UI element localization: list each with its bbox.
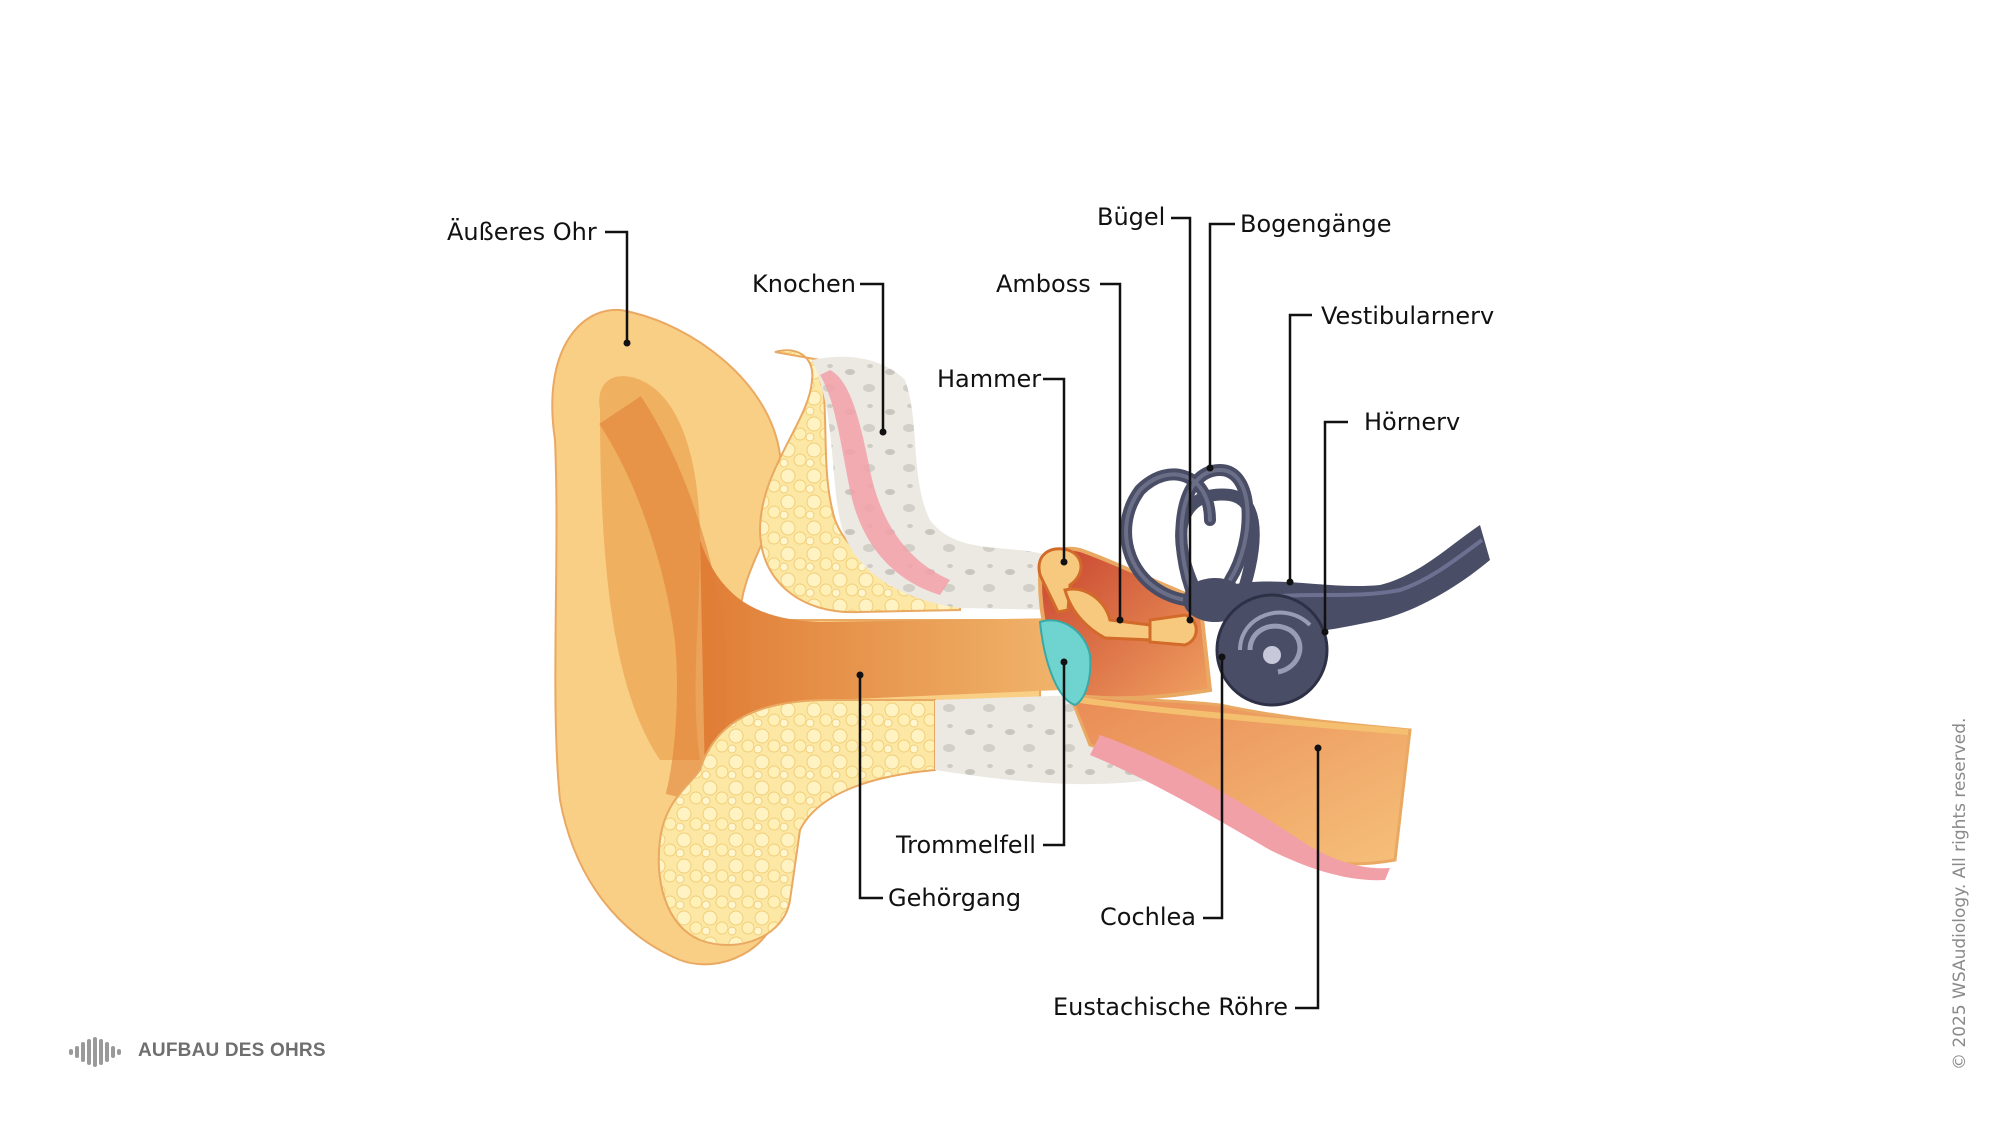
ear-canal-shape [700, 540, 1060, 780]
cochlea-shape [1215, 593, 1329, 707]
leader-auditory [1323, 420, 1348, 632]
label-stirrup: Bügel [1097, 203, 1166, 231]
leader-stirrup [1171, 216, 1192, 620]
label-ear-canal: Gehörgang [888, 884, 1022, 912]
leader-bone [860, 282, 885, 432]
upper-muscle [820, 370, 950, 595]
leader-eustachian [1295, 748, 1320, 1010]
label-eardrum: Trommelfell [896, 831, 1036, 859]
leader-vestibular [1288, 313, 1312, 582]
hammer-shape [1037, 547, 1083, 614]
leader-semicircular [1208, 222, 1235, 468]
sound-wave-icon [69, 1037, 121, 1067]
leader-hammer [1043, 377, 1066, 562]
stirrup-shape [1148, 613, 1198, 647]
tube-muscle [1090, 735, 1390, 881]
label-outer-ear: Äußeres Ohr [447, 218, 597, 246]
label-auditory-nerve: Hörnerv [1364, 408, 1461, 436]
leader-cochlea [1203, 657, 1224, 920]
leader-eardrum [1043, 662, 1066, 847]
lower-bone [935, 695, 1160, 785]
label-semicircular-canals: Bogengänge [1240, 210, 1392, 238]
leader-anvil [1100, 282, 1122, 620]
lower-fat-tissue [657, 699, 936, 946]
label-hammer: Hammer [937, 365, 1042, 393]
leader-ear-canal [858, 675, 883, 900]
label-anvil: Amboss [996, 270, 1091, 298]
label-eustachian-tube: Eustachische Röhre [1053, 993, 1288, 1021]
upper-fat-tissue [758, 349, 961, 614]
vestibule-shape [1183, 578, 1247, 622]
label-vestibular-nerve: Vestibularnerv [1321, 302, 1495, 330]
label-cochlea: Cochlea [1100, 903, 1196, 931]
label-bone: Knochen [752, 270, 857, 298]
copyright-notice: © 2025 WSAudiology. All rights reserved. [1950, 717, 1970, 1070]
leader-outer-ear [605, 230, 629, 343]
diagram-title: AUFBAU DES OHRS [138, 1040, 326, 1061]
leader-lines [605, 216, 1348, 1010]
